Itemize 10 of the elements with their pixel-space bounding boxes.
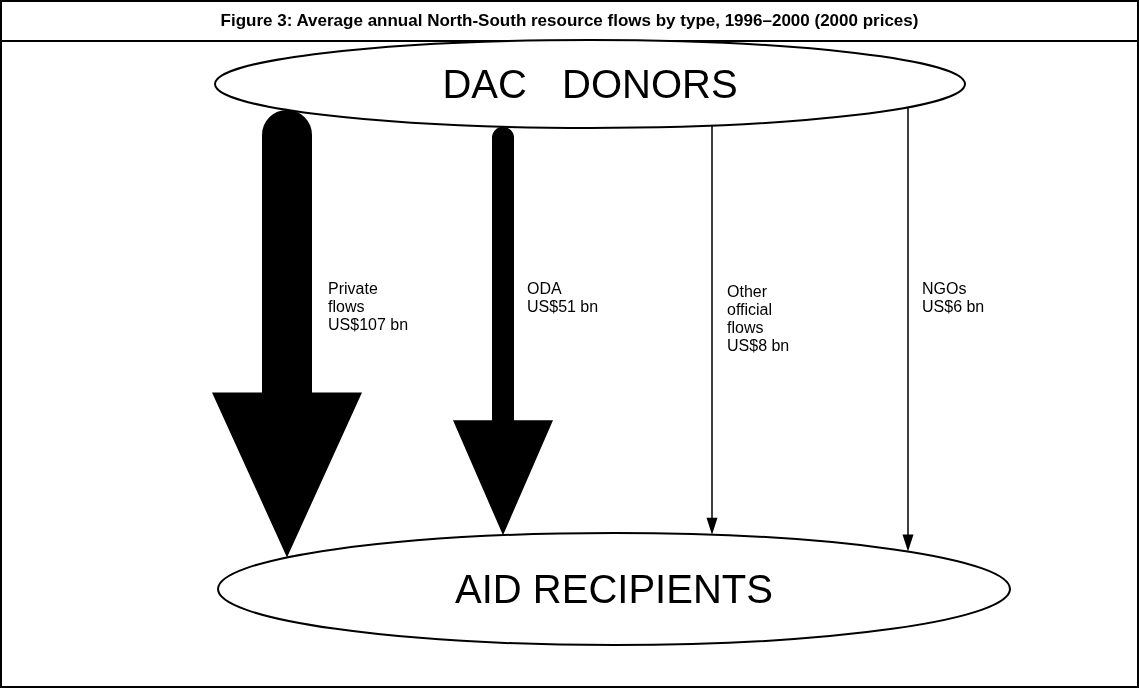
- flow-arrow: [706, 125, 718, 535]
- figure-title: Figure 3: Average annual North-South resource flows by type, 1996–2000 (2000 prices): [220, 10, 919, 33]
- flow-arrow: [453, 126, 553, 536]
- ellipse-node: [214, 39, 966, 129]
- ellipse-node: [217, 532, 1011, 646]
- node-label: AID RECIPIENTS: [455, 569, 773, 609]
- flow-arrow: [902, 107, 914, 552]
- flow-arrow: [212, 109, 362, 558]
- node-label: DAC DONORS: [442, 64, 738, 104]
- edge-label: Private flows US$107 bn: [328, 280, 410, 334]
